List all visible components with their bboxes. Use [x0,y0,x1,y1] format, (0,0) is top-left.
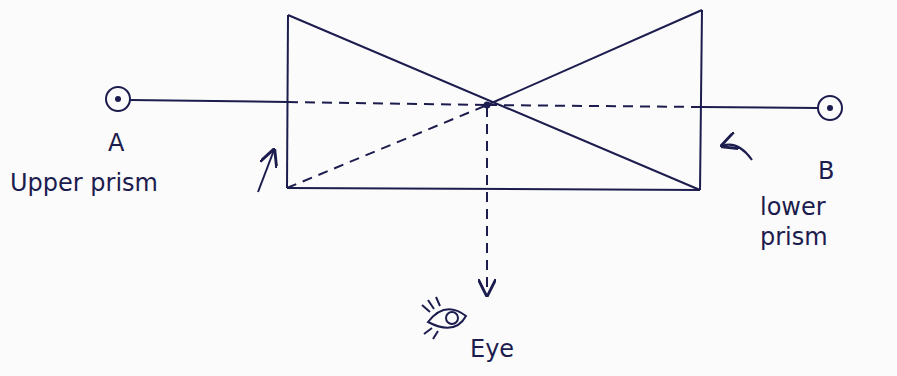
object-dot [827,105,833,111]
part-label: lower prism [760,192,890,252]
prism-edge [700,10,702,190]
eye-label: Eye [470,334,514,364]
object-a [106,87,130,111]
object-label: B [818,156,834,186]
eye-symbol [422,297,466,339]
ray-dashed [487,105,700,107]
ray-dashed [288,102,487,105]
object-label: A [108,128,124,158]
center-dot [484,102,491,109]
prism-edge [287,188,700,190]
prism-hypotenuse [487,10,702,105]
pointer-arrow [258,150,274,192]
pointer-arrow [722,145,752,160]
ray-line [130,100,288,102]
ray-to-eye [486,107,488,295]
part-label: Upper prism [10,168,158,198]
object-dot [115,96,121,102]
object-b [818,96,842,120]
ray-line [700,107,818,108]
ray-dashed [287,105,487,188]
